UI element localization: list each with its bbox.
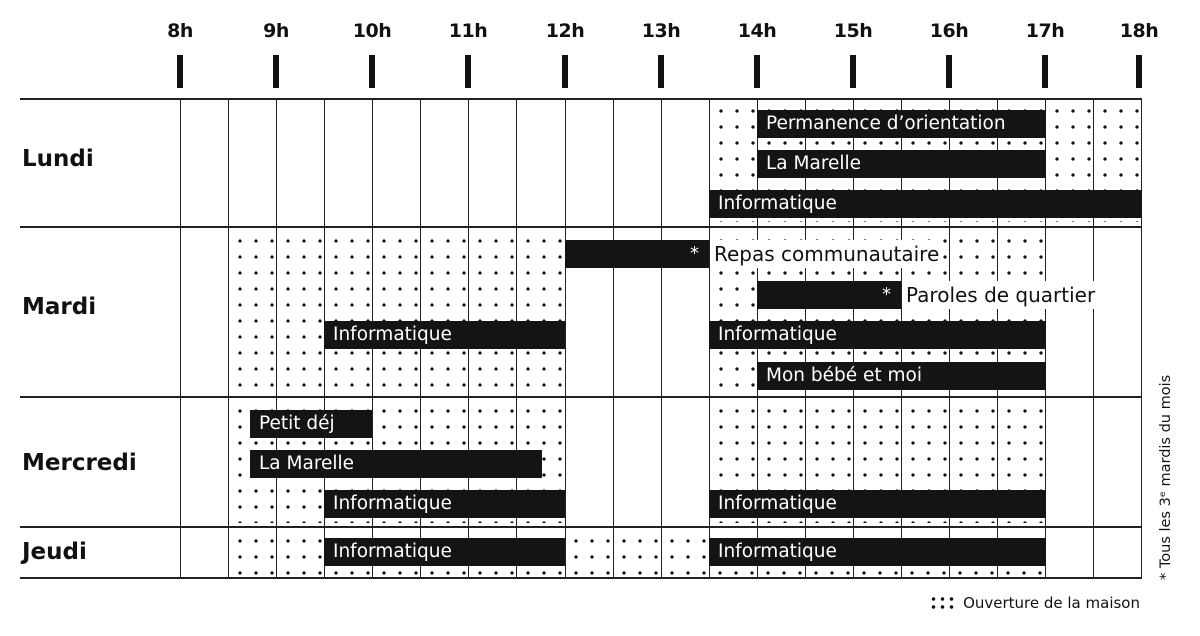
hour-tick bbox=[1136, 55, 1142, 88]
hour-label-10h: 10h bbox=[352, 20, 392, 42]
row-separator bbox=[20, 396, 1142, 398]
activity-bar-paroles: * bbox=[757, 281, 901, 309]
day-label-lundi: Lundi bbox=[22, 146, 94, 172]
hour-tick bbox=[177, 55, 183, 88]
activity-label: Informatique bbox=[333, 324, 452, 345]
hour-tick bbox=[465, 55, 471, 88]
activity-label: Informatique bbox=[718, 541, 837, 562]
asterisk-mark: * bbox=[882, 284, 891, 305]
activity-bar-informatique: Informatique bbox=[709, 321, 1046, 349]
hour-label-11h: 11h bbox=[448, 20, 488, 42]
activity-label: Petit déj bbox=[259, 413, 335, 434]
hour-tick bbox=[754, 55, 760, 88]
activity-bar-petit-dej: Petit déj bbox=[250, 410, 372, 438]
row-separator bbox=[20, 577, 1142, 579]
day-label-mardi: Mardi bbox=[22, 294, 97, 320]
hour-label-13h: 13h bbox=[641, 20, 681, 42]
hour-label-15h: 15h bbox=[833, 20, 873, 42]
grid-line bbox=[1141, 98, 1142, 577]
grid-line bbox=[276, 98, 277, 577]
activity-bar-informatique: Informatique bbox=[324, 538, 565, 566]
row-separator bbox=[20, 226, 1142, 228]
activity-label: La Marelle bbox=[766, 153, 862, 174]
hour-label-18h: 18h bbox=[1119, 20, 1159, 42]
hour-label-16h: 16h bbox=[929, 20, 969, 42]
activity-bar-repas: * bbox=[565, 240, 709, 268]
hour-label-12h: 12h bbox=[545, 20, 585, 42]
asterisk-mark: * bbox=[690, 243, 699, 264]
activity-bar-informatique: Informatique bbox=[709, 490, 1046, 518]
hour-tick bbox=[562, 55, 568, 88]
legend: Ouverture de la maison bbox=[929, 594, 1140, 612]
activity-bar-informatique: Informatique bbox=[324, 490, 565, 518]
grid-line bbox=[613, 98, 614, 577]
grid-line bbox=[565, 98, 566, 577]
hour-label-14h: 14h bbox=[737, 20, 777, 42]
hour-label-9h: 9h bbox=[263, 20, 289, 42]
day-label-jeudi: Jeudi bbox=[22, 539, 87, 565]
activity-label: Mon bébé et moi bbox=[766, 365, 923, 386]
activity-label-repas: Repas communautaire bbox=[710, 240, 944, 268]
activity-bar-informatique: Informatique bbox=[324, 321, 565, 349]
hour-tick bbox=[273, 55, 279, 88]
hour-tick bbox=[369, 55, 375, 88]
legend-label: Ouverture de la maison bbox=[963, 594, 1140, 612]
activity-label: Permanence d’orientation bbox=[766, 113, 1006, 134]
activity-bar-la-marelle: La Marelle bbox=[757, 150, 1046, 178]
row-separator bbox=[20, 526, 1142, 528]
activity-bar-informatique: Informatique bbox=[709, 190, 1142, 218]
activity-bar-informatique: Informatique bbox=[709, 538, 1046, 566]
day-label-mercredi: Mercredi bbox=[22, 450, 137, 476]
grid-line bbox=[228, 98, 229, 577]
grid-line bbox=[180, 98, 181, 577]
activity-label: Informatique bbox=[333, 541, 452, 562]
activity-label: La Marelle bbox=[259, 453, 355, 474]
row-separator bbox=[20, 98, 1142, 100]
open-zone-mardi-morning bbox=[228, 229, 565, 392]
hour-tick bbox=[1042, 55, 1048, 88]
activity-label: Informatique bbox=[718, 493, 837, 514]
grid-line bbox=[661, 98, 662, 577]
hour-tick bbox=[658, 55, 664, 88]
activity-bar-permanence: Permanence d’orientation bbox=[757, 110, 1046, 138]
activity-bar-la-marelle: La Marelle bbox=[250, 450, 542, 478]
dots-icon bbox=[929, 595, 956, 611]
hour-tick bbox=[946, 55, 952, 88]
activity-label: Informatique bbox=[718, 193, 837, 214]
activity-label: Informatique bbox=[718, 324, 837, 345]
activity-bar-mon-bebe: Mon bébé et moi bbox=[757, 362, 1046, 390]
activity-label-paroles: Paroles de quartier bbox=[902, 281, 1100, 309]
hour-label-17h: 17h bbox=[1025, 20, 1065, 42]
activity-label: Informatique bbox=[333, 493, 452, 514]
grid-line bbox=[1093, 98, 1094, 577]
footnote-tous-les-3e-mardis: * Tous les 3ᵉ mardis du mois bbox=[1158, 374, 1174, 580]
hour-tick bbox=[850, 55, 856, 88]
hour-label-8h: 8h bbox=[167, 20, 193, 42]
